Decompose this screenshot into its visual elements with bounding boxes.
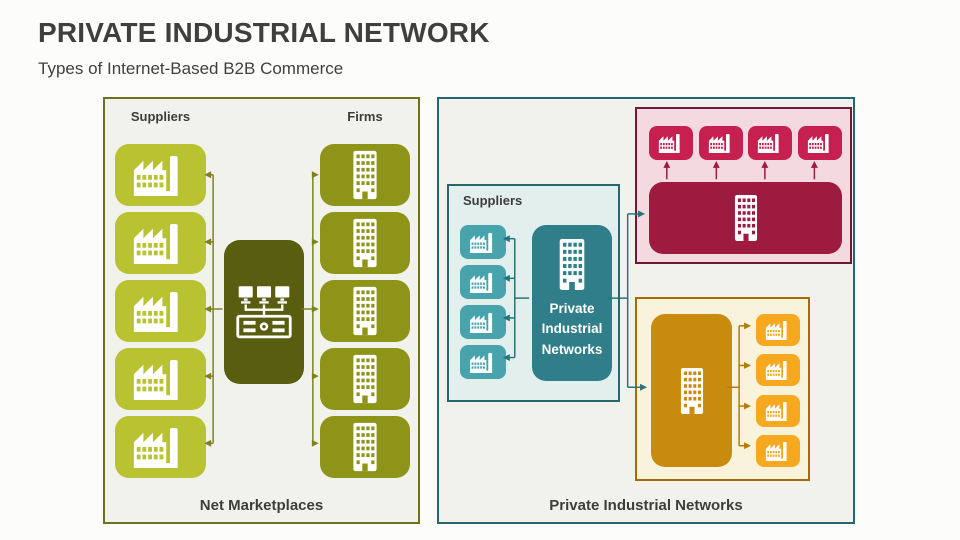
buyer-node <box>699 126 743 160</box>
supplier-node <box>115 416 206 478</box>
supplier-node <box>115 280 206 342</box>
marketplace-hub-node <box>224 240 304 384</box>
private-industrial-networks-diagram: Suppliers Private Industrial Networks <box>437 97 855 524</box>
buyer-node <box>748 126 792 160</box>
supplier-node <box>460 345 506 379</box>
factory-icon <box>469 272 498 293</box>
factory-icon <box>132 358 189 400</box>
supplier-node <box>460 225 506 259</box>
building-icon <box>347 286 383 336</box>
firm-node <box>320 212 410 274</box>
factory-icon <box>132 154 189 196</box>
page-title: PRIVATE INDUSTRIAL NETWORK <box>38 17 490 48</box>
supplier-node <box>115 144 206 206</box>
lead-firm-node <box>649 182 842 254</box>
suppliers-group: Suppliers Private Industrial Networks <box>447 184 620 402</box>
factory-icon <box>708 133 735 153</box>
factory-icon <box>658 133 685 153</box>
firms-column-label: Firms <box>347 109 383 124</box>
lead-firm-node <box>651 314 732 467</box>
supplier-node <box>460 305 506 339</box>
building-icon <box>347 218 383 268</box>
factory-icon <box>132 222 189 264</box>
factory-icon <box>765 360 792 380</box>
net-marketplaces-diagram: Suppliers Firms <box>103 97 420 524</box>
page-subtitle: Types of Internet-Based B2B Commerce <box>38 59 344 78</box>
pin-hub-node: Private Industrial Networks <box>532 225 612 381</box>
buyer-node <box>649 126 693 160</box>
supplier-node <box>460 265 506 299</box>
network-icon <box>234 284 294 341</box>
left-panel-caption: Net Marketplaces <box>199 497 324 514</box>
building-icon <box>347 354 383 404</box>
factory-icon <box>132 426 189 468</box>
building-icon <box>347 150 383 200</box>
factory-icon <box>469 352 498 373</box>
firm-node <box>320 280 410 342</box>
building-icon <box>553 238 591 291</box>
factory-icon <box>765 401 792 421</box>
factory-icon <box>469 312 498 333</box>
supplier-node <box>115 212 206 274</box>
suppliers-group-label: Suppliers <box>463 193 523 208</box>
right-panel-caption: Private Industrial Networks <box>549 497 743 514</box>
buyer-node <box>756 354 800 386</box>
building-icon <box>729 194 763 242</box>
firm-node <box>320 144 410 206</box>
buyer-node <box>756 395 800 427</box>
building-icon <box>675 367 709 415</box>
suppliers-column-label: Suppliers <box>130 109 191 124</box>
pin-hub-label: Private Industrial Networks <box>541 301 603 357</box>
supplier-node <box>115 348 206 410</box>
factory-icon <box>757 133 784 153</box>
factory-icon <box>132 290 189 332</box>
firm-node <box>320 348 410 410</box>
factory-icon <box>765 320 792 340</box>
buyer-network-top <box>635 107 852 264</box>
buyer-node <box>756 314 800 346</box>
building-icon <box>347 422 383 472</box>
factory-icon <box>469 232 498 253</box>
buyer-node <box>756 435 800 467</box>
buyer-node <box>798 126 842 160</box>
firm-node <box>320 416 410 478</box>
buyer-network-bottom <box>635 297 810 481</box>
factory-icon <box>765 441 792 461</box>
factory-icon <box>807 133 834 153</box>
